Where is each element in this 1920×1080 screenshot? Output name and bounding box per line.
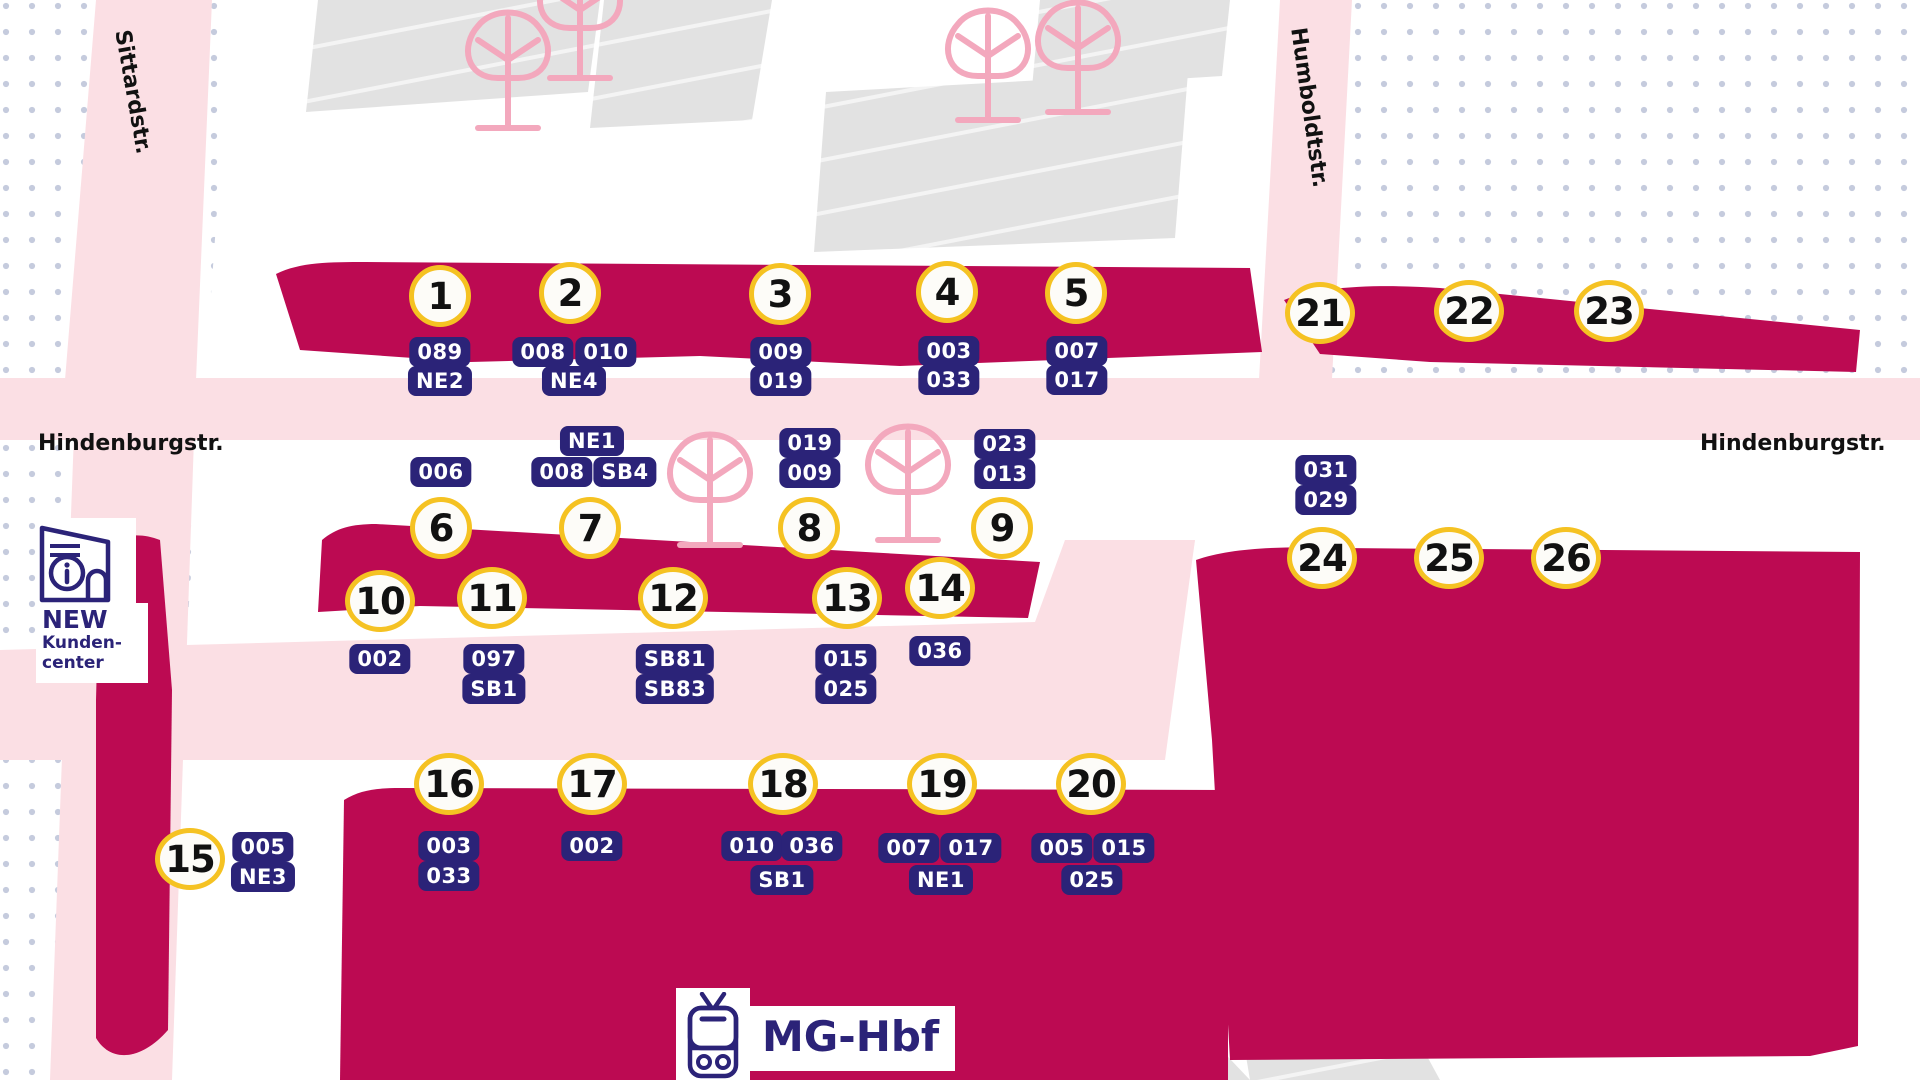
line-badge-2-1-0[interactable]: NE4 (541, 366, 607, 396)
stop-marker-24[interactable]: 24 (1287, 527, 1357, 589)
stop-marker-19[interactable]: 19 (907, 753, 977, 815)
line-badge-3-0-0[interactable]: 009 (750, 337, 812, 367)
stop-marker-5[interactable]: 5 (1045, 262, 1107, 324)
stop-marker-23[interactable]: 23 (1574, 280, 1644, 342)
line-badge-5-0-0[interactable]: 007 (1046, 336, 1108, 366)
line-badge-19-0-1[interactable]: 017 (940, 833, 1002, 863)
kundencenter-line2: center (42, 653, 104, 674)
line-badge-3-1-0[interactable]: 019 (750, 366, 812, 396)
line-badge-20-0-1[interactable]: 015 (1093, 833, 1155, 863)
tree-icon (667, 431, 753, 548)
tram-icon (676, 988, 750, 1080)
line-badge-6-0-0[interactable]: 006 (410, 457, 472, 487)
station-label: MG-Hbf (750, 1005, 956, 1071)
stop-marker-11[interactable]: 11 (457, 567, 527, 629)
tree-icon (865, 423, 951, 543)
line-badge-11-1-0[interactable]: SB1 (462, 674, 526, 704)
tree-icon (1035, 0, 1121, 115)
line-badge-10-0-0[interactable]: 002 (349, 644, 411, 674)
stop-marker-15[interactable]: 15 (155, 828, 225, 890)
stop-marker-18[interactable]: 18 (748, 753, 818, 815)
line-badge-4-0-0[interactable]: 003 (918, 336, 980, 366)
line-badge-15-1-0[interactable]: NE3 (230, 862, 296, 892)
tree-icon (945, 7, 1031, 123)
line-badge-8-0-0[interactable]: 019 (779, 428, 841, 458)
line-badge-16-1-0[interactable]: 033 (418, 861, 480, 891)
line-badge-13-1-0[interactable]: 025 (815, 674, 877, 704)
line-badge-19-1-0[interactable]: NE1 (908, 865, 974, 895)
stop-marker-8[interactable]: 8 (778, 497, 840, 559)
line-badge-7-1-1[interactable]: SB4 (593, 457, 657, 487)
stop-marker-4[interactable]: 4 (916, 261, 978, 323)
line-badge-13-0-0[interactable]: 015 (815, 644, 877, 674)
line-badge-7-0-0[interactable]: NE1 (559, 426, 625, 456)
line-badge-15-0-0[interactable]: 005 (232, 832, 294, 862)
stop-marker-21[interactable]: 21 (1285, 282, 1355, 344)
kundencenter-marker[interactable]: NEW Kunden- center (36, 518, 154, 684)
stop-marker-13[interactable]: 13 (812, 567, 882, 629)
info-building-icon (36, 518, 136, 606)
line-badge-24-1-0[interactable]: 029 (1295, 485, 1357, 515)
stop-marker-26[interactable]: 26 (1531, 527, 1601, 589)
tree-icon (465, 9, 551, 131)
station-marker-mg-hbf[interactable]: MG-Hbf (676, 988, 956, 1080)
line-badge-19-0-0[interactable]: 007 (878, 833, 940, 863)
stop-marker-1[interactable]: 1 (409, 265, 471, 327)
stop-marker-25[interactable]: 25 (1414, 527, 1484, 589)
stop-marker-14[interactable]: 14 (905, 557, 975, 619)
stop-marker-17[interactable]: 17 (557, 753, 627, 815)
kundencenter-title: NEW (42, 605, 108, 634)
line-badge-9-1-0[interactable]: 013 (974, 459, 1036, 489)
line-badge-11-0-0[interactable]: 097 (463, 644, 525, 674)
line-badge-9-0-0[interactable]: 023 (974, 429, 1036, 459)
stop-marker-9[interactable]: 9 (971, 497, 1033, 559)
stop-marker-16[interactable]: 16 (414, 753, 484, 815)
stop-marker-22[interactable]: 22 (1434, 280, 1504, 342)
line-badge-20-1-0[interactable]: 025 (1061, 865, 1123, 895)
street-name-text: Hindenburgstr. (38, 431, 224, 456)
kundencenter-line1: Kunden- (42, 633, 122, 654)
stop-marker-6[interactable]: 6 (410, 497, 472, 559)
line-badge-18-0-0[interactable]: 010 (721, 831, 783, 861)
line-badge-4-1-0[interactable]: 033 (918, 365, 980, 395)
line-badge-2-0-0[interactable]: 008 (512, 337, 574, 367)
line-badge-16-0-0[interactable]: 003 (418, 831, 480, 861)
line-badge-18-1-0[interactable]: SB1 (750, 865, 814, 895)
tree-icon (537, 0, 623, 81)
line-badge-7-1-0[interactable]: 008 (531, 457, 593, 487)
street-label-hindenburgstr-left: Hindenburgstr. (38, 431, 224, 456)
line-badge-8-1-0[interactable]: 009 (779, 458, 841, 488)
street-name-text: Hindenburgstr. (1700, 431, 1886, 456)
kundencenter-textbox: NEW Kunden- center (36, 603, 148, 684)
stop-marker-2[interactable]: 2 (539, 262, 601, 324)
line-badge-24-0-0[interactable]: 031 (1295, 455, 1357, 485)
stop-marker-7[interactable]: 7 (559, 497, 621, 559)
line-badge-17-0-0[interactable]: 002 (561, 831, 623, 861)
line-badge-1-0-0[interactable]: 089 (409, 337, 471, 367)
street-label-hindenburgstr-right: Hindenburgstr. (1700, 431, 1886, 456)
stop-marker-10[interactable]: 10 (345, 570, 415, 632)
line-badge-20-0-0[interactable]: 005 (1031, 833, 1093, 863)
stop-marker-12[interactable]: 12 (638, 567, 708, 629)
trees (465, 0, 1121, 548)
line-badge-12-1-0[interactable]: SB83 (635, 674, 715, 704)
line-badge-18-0-1[interactable]: 036 (781, 831, 843, 861)
line-badge-12-0-0[interactable]: SB81 (635, 644, 715, 674)
line-badge-14-0-0[interactable]: 036 (909, 636, 971, 666)
line-badge-5-1-0[interactable]: 017 (1046, 365, 1108, 395)
line-badge-1-1-0[interactable]: NE2 (407, 366, 473, 396)
stop-marker-20[interactable]: 20 (1056, 753, 1126, 815)
line-badge-2-0-1[interactable]: 010 (575, 337, 637, 367)
stop-marker-3[interactable]: 3 (749, 263, 811, 325)
